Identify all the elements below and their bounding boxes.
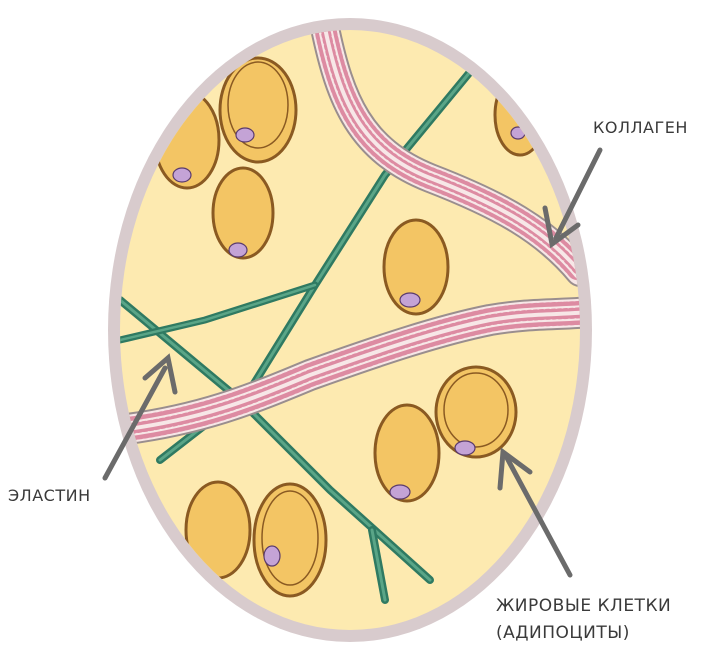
nucleus <box>455 441 475 455</box>
adipocyte <box>254 484 326 596</box>
adipocyte <box>436 367 516 457</box>
adipocyte <box>375 405 439 501</box>
adipocyte <box>384 220 448 314</box>
nucleus <box>229 243 247 257</box>
adipocyte <box>213 168 273 258</box>
nucleus <box>236 128 254 142</box>
adipocyte <box>220 58 296 162</box>
nucleus <box>400 293 420 307</box>
label-fat-cells: ЖИРОВЫЕ КЛЕТКИ <box>496 596 671 616</box>
nucleus <box>390 485 410 499</box>
label-collagen: КОЛЛАГЕН <box>593 118 688 137</box>
label-adipocytes: (АДИПОЦИТЫ) <box>496 623 630 643</box>
nucleus <box>173 168 191 182</box>
nucleus <box>264 546 280 566</box>
label-elastin: ЭЛАСТИН <box>8 486 91 505</box>
